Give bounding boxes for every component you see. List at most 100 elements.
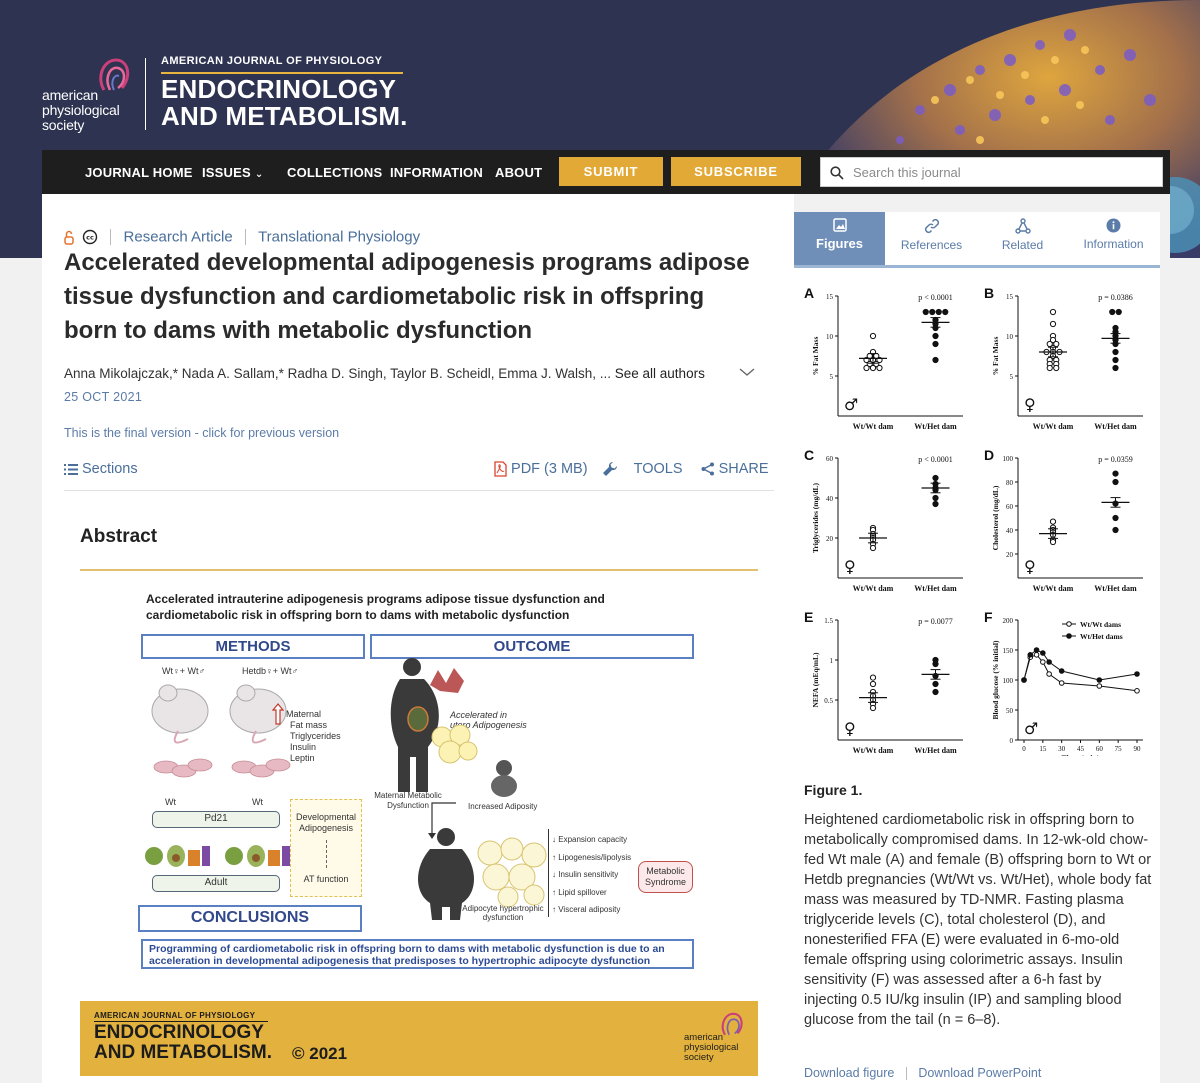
panel-d-ytick-label: 40 [1006, 527, 1014, 535]
share-button[interactable]: SHARE [701, 461, 769, 477]
chevron-down-icon[interactable] [738, 366, 756, 378]
nav-information[interactable]: INFORMATION [390, 165, 483, 180]
panel-e-sex-symbol: ♀ [844, 719, 856, 738]
aps-logo[interactable]: american physiological society [42, 56, 142, 136]
journal-title[interactable]: ENDOCRINOLOGY AND METABOLISM. [161, 74, 408, 131]
panel-d-data-point [1112, 526, 1119, 534]
panel-c-sex-symbol: ♀ [844, 557, 856, 576]
ga-wt-left: Wt [165, 797, 176, 807]
panel-a-data-point [942, 308, 949, 316]
panel-e-ytick-label: 0.5 [824, 697, 833, 705]
abstract-heading: Abstract [80, 526, 158, 547]
ga-increased-adiposity: Increased Adiposity [468, 802, 538, 811]
image-icon [832, 218, 847, 232]
authors-text: Anna Mikolajczak,* Nada A. Sallam,* Radh… [64, 366, 611, 381]
ga-metabolic-syndrome: Metabolic Syndrome [638, 861, 693, 893]
panel-f-xlabel: Time (min) [1061, 754, 1100, 756]
article-category[interactable]: Translational Physiology [258, 228, 421, 246]
panel-f-legend-marker [1066, 621, 1072, 627]
panel-d-sex-symbol: ♀ [1024, 557, 1036, 576]
panel-a-data-point [869, 364, 877, 372]
panel-d-data-point [1112, 478, 1119, 486]
ga-adipocytes [477, 837, 547, 907]
info-icon [1106, 218, 1121, 233]
ga-title: Accelerated intrauterine adipogenesis pr… [146, 592, 605, 622]
panel-f-data-point [1021, 677, 1027, 683]
panel-e-data-point [869, 674, 877, 681]
nav-collections[interactable]: COLLECTIONS [287, 165, 383, 180]
abstract-rule [80, 569, 758, 571]
download-figure-link[interactable]: Download figure [804, 1066, 895, 1080]
journal-search[interactable] [820, 157, 1163, 187]
search-icon[interactable] [830, 166, 844, 180]
see-all-authors-link[interactable]: See all authors [614, 366, 705, 381]
banner-journal-name: ENDOCRINOLOGY AND METABOLISM. [94, 1022, 273, 1063]
tab-information[interactable]: Information [1068, 212, 1159, 265]
panel-c-ytick-label: 60 [826, 455, 834, 463]
tab-references[interactable]: References [886, 212, 977, 265]
panel-f-data-point [1033, 647, 1040, 653]
nav-issues[interactable]: ISSUES⌄ [202, 165, 264, 180]
ga-food-icons [145, 845, 290, 867]
ga-fat-cells [431, 725, 478, 764]
creative-commons-icon: cc [82, 229, 98, 245]
panel-e-ytick-label: 1.5 [824, 617, 833, 625]
panel-f-data-point [1096, 677, 1103, 683]
panel-c-category-label: Wt/Het dam [914, 584, 957, 593]
panel-b-data-point [1053, 364, 1060, 372]
figure-sidebar: Figures References Related [794, 194, 1170, 1083]
subscribe-button[interactable]: SUBSCRIBE [671, 157, 801, 186]
panel-b-letter: B [984, 286, 994, 301]
tab-related[interactable]: Related [977, 212, 1068, 265]
meta-separator [110, 229, 112, 246]
submit-button[interactable]: SUBMIT [559, 157, 663, 186]
panel-d-data-point [1049, 518, 1057, 525]
ga-outcomes-list: ↓ Expansion capacity ↑ Lipogenesis/lipol… [552, 835, 632, 914]
panel-e-p-value: p = 0.0077 [918, 617, 953, 626]
journal-title-rule [161, 72, 403, 74]
download-powerpoint-link[interactable]: Download PowerPoint [918, 1066, 1042, 1080]
journal-super-title: AMERICAN JOURNAL OF PHYSIOLOGY [161, 55, 383, 67]
panel-f-data-point [1046, 671, 1052, 677]
panel-a-ylabel: % Fat Mass [811, 337, 820, 376]
panel-f-ytick-label: 200 [1003, 617, 1014, 625]
ga-het-pair: Hetdb♀+ Wt♂ [242, 666, 299, 676]
section-divider [64, 490, 774, 491]
panel-e-category-label: Wt/Het dam [914, 746, 957, 755]
panel-f-data-point [1134, 688, 1140, 694]
panel-a-data-point [935, 308, 942, 316]
pdf-link[interactable]: PDF (3 MB) [494, 461, 592, 477]
panel-d-category-label: Wt/Het dam [1094, 584, 1137, 593]
search-input[interactable] [853, 162, 1153, 182]
panel-b-data-point [1046, 340, 1053, 348]
panel-a-ytick-label: 15 [826, 293, 834, 301]
sections-button[interactable]: Sections [64, 461, 138, 477]
arrow-down-icon [428, 802, 456, 839]
svg-text:cc: cc [86, 234, 94, 242]
nav-about[interactable]: ABOUT [495, 165, 543, 180]
panel-f-ytick-label: 50 [1006, 707, 1014, 715]
panel-e-data-point [869, 680, 877, 688]
banner-aps-wordmark: american physiological society [684, 1032, 739, 1063]
final-version-link[interactable]: This is the final version - click for pr… [64, 426, 340, 440]
graphical-abstract[interactable]: Accelerated intrauterine adipogenesis pr… [138, 591, 698, 981]
article-panel: cc Research Article Translational Physio… [42, 194, 794, 1083]
article-type[interactable]: Research Article [123, 228, 233, 246]
tools-button[interactable]: TOOLS [602, 461, 687, 477]
panel-a-data-point [876, 364, 883, 372]
arrow-up-icon [272, 703, 284, 725]
ga-wt-right: Wt [252, 797, 263, 807]
article-meta: cc Research Article Translational Physio… [64, 228, 420, 246]
ga-pd21-box: Pd21 [152, 811, 280, 828]
panel-f-data-point [1033, 652, 1040, 658]
ga-dev-adipogenesis: Developmental Adipogenesis AT function [290, 799, 362, 897]
panel-e-data-point [869, 704, 877, 712]
ga-outcome-header: OUTCOME [370, 634, 694, 659]
panel-e-letter: E [804, 609, 813, 625]
wrench-icon [602, 462, 617, 477]
panel-f-ytick-label: 100 [1003, 677, 1014, 685]
aps-wordmark: american physiological society [42, 87, 120, 133]
nav-journal-home[interactable]: JOURNAL HOME [85, 165, 193, 180]
tab-figures[interactable]: Figures [794, 212, 885, 265]
